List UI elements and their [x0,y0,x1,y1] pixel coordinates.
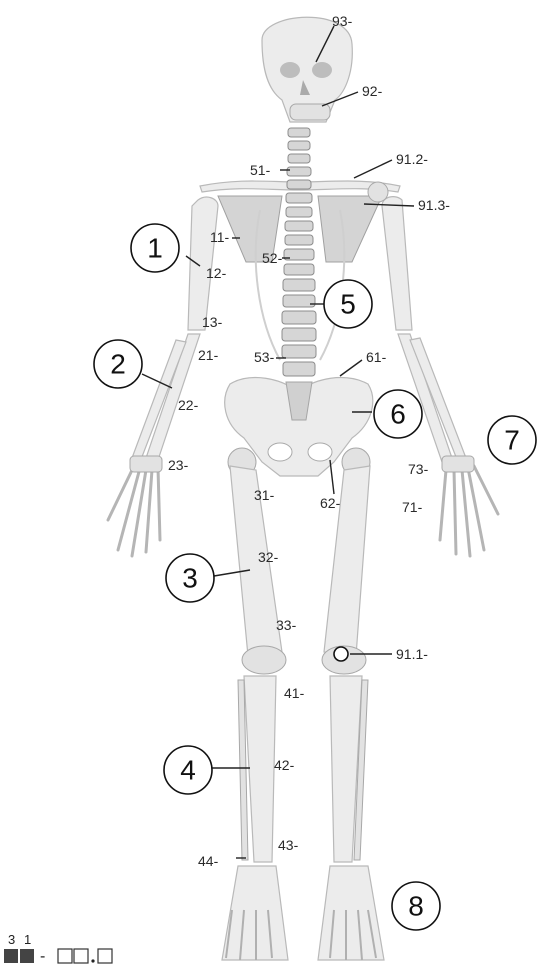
label-91-3: 91.3- [418,197,450,213]
vertebra [285,235,313,245]
vertebra [285,221,313,231]
label-12: 12- [206,265,227,281]
legend-digit-1: 1 [24,932,31,947]
vertebra [287,167,311,176]
label-61: 61- [366,349,387,365]
left-eye-socket [280,62,300,78]
code-format-legend: 3 1 - [4,932,112,965]
legend-filled-box-2 [20,949,34,963]
svg-text:2: 2 [110,349,126,380]
label-31: 31- [254,487,275,503]
vertebra [283,295,315,307]
vertebra [287,180,311,189]
label-32: 32- [258,549,279,565]
label-51: 51- [250,162,271,178]
label-41: 41- [284,685,305,701]
region-3: 3 [166,554,214,602]
vertebra [283,279,315,291]
label-62: 62- [320,495,341,511]
right-hand [440,466,498,556]
label-33: 33- [276,617,297,633]
vertebra [282,328,316,341]
left-hand [108,466,160,556]
vertebra [288,154,310,163]
svg-text:1: 1 [147,233,163,264]
vertebra [284,264,314,275]
label-43: 43- [278,837,299,853]
left-tibia [244,676,276,862]
spine [282,128,316,376]
vertebra [282,311,316,324]
label-53: 53- [254,349,275,365]
left-knee [242,646,286,674]
region-2: 2 [94,340,142,388]
svg-text:5: 5 [340,289,356,320]
region-1: 1 [131,224,179,272]
svg-text:6: 6 [390,399,406,430]
label-21: 21- [198,347,219,363]
label-71: 71- [402,499,423,515]
legend-empty-box-1 [58,949,72,963]
label-52: 52- [262,250,283,266]
label-91-1: 91.1- [396,646,428,662]
label-11: 11- [210,229,230,245]
label-73: 73- [408,461,429,477]
svg-text:4: 4 [180,755,196,786]
vertebra [286,207,312,217]
label-93: 93- [332,13,353,29]
label-42: 42- [274,757,295,773]
skeleton-illustration [108,17,498,960]
region-4: 4 [164,746,212,794]
region-8: 8 [392,882,440,930]
right-humerus [382,197,412,330]
label-13: 13- [202,314,223,330]
label-44: 44- [198,853,219,869]
left-obturator [268,443,292,461]
mandible [290,104,330,120]
left-humerus [188,197,218,330]
knee-marker [334,647,348,661]
left-carpals [130,456,162,472]
label-22: 22- [178,397,199,413]
right-scapula [318,196,382,262]
label-91-2: 91.2- [396,151,428,167]
right-eye-socket [312,62,332,78]
label-92: 92- [362,83,383,99]
legend-dash: - [40,948,45,965]
legend-digit-3: 3 [8,932,15,947]
region-5: 5 [324,280,372,328]
vertebra [282,345,316,358]
right-obturator [308,443,332,461]
leader-61 [340,360,362,376]
label-23: 23- [168,457,189,473]
vertebra [288,141,310,150]
legend-dot [91,959,94,962]
legend-filled-box-1 [4,949,18,963]
svg-text:8: 8 [408,891,424,922]
region-6: 6 [374,390,422,438]
legend-empty-box-2 [74,949,88,963]
svg-text:3: 3 [182,563,198,594]
legend-empty-box-3 [98,949,112,963]
right-carpals [442,456,474,472]
right-shoulder-joint [368,182,388,202]
leader-62 [330,460,334,494]
region-7: 7 [488,416,536,464]
vertebra [286,193,312,203]
leader-912 [354,160,392,178]
vertebra [283,362,315,376]
vertebra [288,128,310,137]
svg-text:7: 7 [504,425,520,456]
